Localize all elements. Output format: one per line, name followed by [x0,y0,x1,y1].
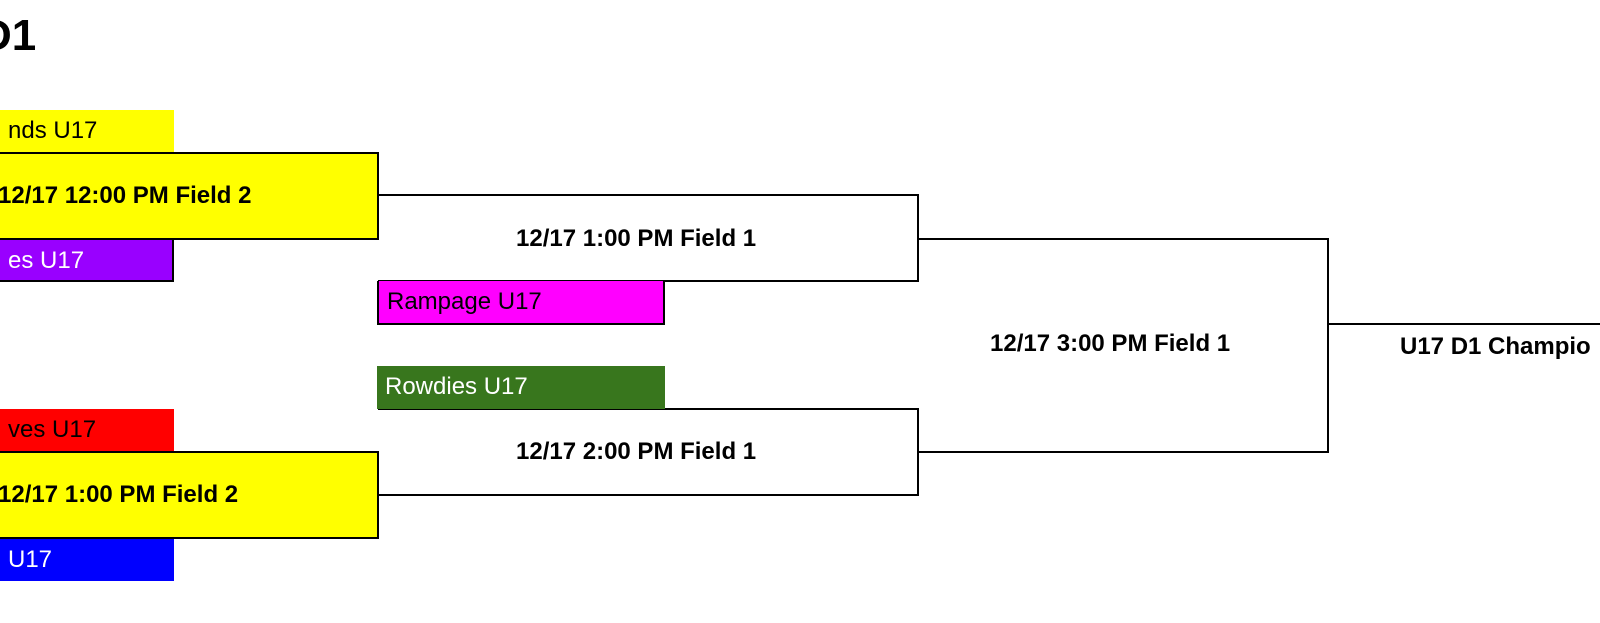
team-name: ves U17 [8,416,97,443]
team-slot-r1b-top: ves U17 [0,409,174,451]
team-name: Rampage U17 [387,288,542,315]
match-label: 12/17 1:00 PM Field 2 [0,481,239,508]
connector-r2-final [918,238,1329,453]
team-slot-r1b-bottom: U17 [0,539,174,581]
match-label: 12/17 12:00 PM Field 2 [0,182,252,209]
team-slot-r2a: Rampage U17 [377,281,665,325]
team-slot-r2b: Rowdies U17 [377,366,665,409]
team-name: nds U17 [8,117,98,144]
match-label-r2a: 12/17 1:00 PM Field 1 [516,225,757,252]
match-label-final: 12/17 3:00 PM Field 1 [990,330,1231,357]
match-box-r1b: 12/17 1:00 PM Field 2 [0,451,379,539]
team-slot-r1a-bottom: es U17 [0,240,174,282]
champion-label: U17 D1 Champio [1400,333,1591,360]
bracket-title: D1 [0,11,37,60]
team-name: es U17 [8,247,85,274]
match-box-r1a: 12/17 12:00 PM Field 2 [0,152,379,240]
match-label-r2b: 12/17 2:00 PM Field 1 [516,438,757,465]
team-name: Rowdies U17 [385,373,528,400]
team-name: U17 [8,546,53,573]
team-slot-r1a-top: nds U17 [0,110,174,152]
